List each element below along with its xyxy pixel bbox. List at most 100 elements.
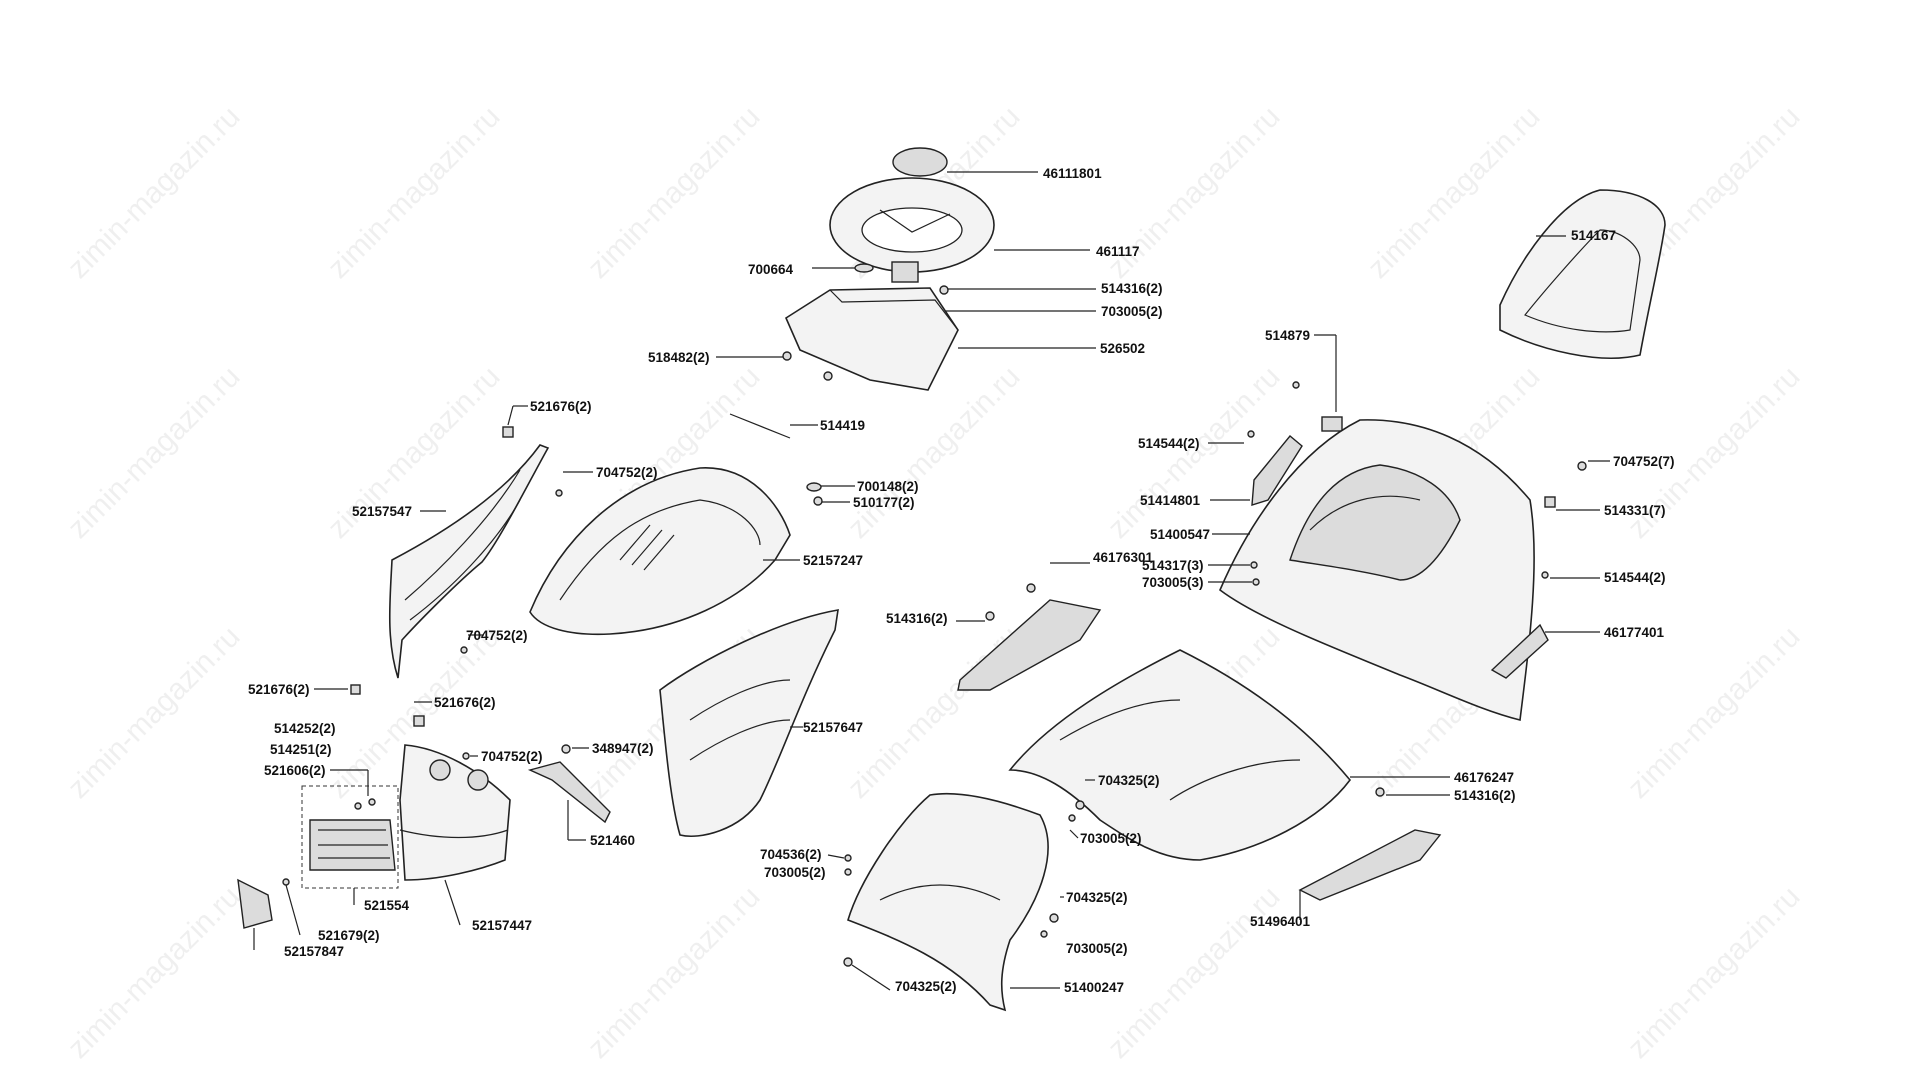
screw-704325-a xyxy=(1068,779,1095,839)
part-label: 703005(3) xyxy=(1142,575,1204,590)
part-label: 703005(2) xyxy=(764,865,826,880)
part-label: 704325(2) xyxy=(1066,890,1128,905)
watermark-text: zimin-magazin.ru xyxy=(1622,880,1807,1065)
washer-700664 xyxy=(812,263,874,273)
rear-body-51400547 xyxy=(1212,419,1535,721)
screw-514317 xyxy=(1208,561,1260,586)
part-label: 521460 xyxy=(590,833,635,848)
part-label: 46177401 xyxy=(1604,625,1665,640)
clip-521676-top xyxy=(502,405,528,438)
part-label: 51400247 xyxy=(1064,980,1124,995)
clip-521676-mid xyxy=(314,684,361,695)
part-label: 52157547 xyxy=(352,504,412,519)
screw-514316-left xyxy=(956,583,1036,622)
part-label: 521676(2) xyxy=(434,695,496,710)
watermark-text: zimin-magazin.ru xyxy=(62,360,247,545)
steering-wheel-cap xyxy=(892,147,1038,177)
part-label: 700664 xyxy=(748,262,794,277)
part-label: 51414801 xyxy=(1140,493,1201,508)
part-label: 703005(2) xyxy=(1101,304,1163,319)
part-label: 348947(2) xyxy=(592,741,654,756)
part-label: 518482(2) xyxy=(648,350,710,365)
screw-521679 xyxy=(282,878,301,936)
part-label: 51400547 xyxy=(1150,527,1210,542)
screw-704325-c xyxy=(843,957,891,991)
part-label: 514879 xyxy=(1265,328,1310,343)
strip-514419 xyxy=(729,413,818,439)
screw-704536 xyxy=(827,854,852,876)
watermark-text: zimin-magazin.ru xyxy=(62,620,247,805)
screw-510177 xyxy=(813,496,850,506)
watermark-text: zimin-magazin.ru xyxy=(1102,880,1287,1065)
screw-704752-a xyxy=(555,471,593,497)
part-label: 52157447 xyxy=(472,918,532,933)
watermark-text: zimin-magazin.ru xyxy=(582,100,767,285)
washer-700148 xyxy=(806,482,855,492)
part-labels: 46111801 461117 700664 514316(2) 703005(… xyxy=(248,166,1675,995)
part-label: 526502 xyxy=(1100,341,1145,356)
part-label: 514252(2) xyxy=(274,721,336,736)
part-label: 704752(7) xyxy=(1613,454,1675,469)
part-label: 521679(2) xyxy=(318,928,380,943)
watermark-text: zimin-magazin.ru xyxy=(582,880,767,1065)
watermark-text: zimin-magazin.ru xyxy=(842,360,1027,545)
watermark-text: zimin-magazin.ru xyxy=(1362,100,1547,285)
plate-46177401 xyxy=(1490,623,1600,679)
part-label: 52157647 xyxy=(803,720,863,735)
screw-514316-right xyxy=(1375,787,1450,797)
part-label: 510177(2) xyxy=(853,495,915,510)
part-label: 514544(2) xyxy=(1138,436,1200,451)
part-label: 704752(2) xyxy=(466,628,528,643)
floor-pan-46176247 xyxy=(1008,649,1450,861)
part-label: 52157247 xyxy=(803,553,863,568)
part-label: 514317(3) xyxy=(1142,558,1204,573)
side-panel-52157647 xyxy=(659,609,839,837)
pins-521606 xyxy=(330,769,376,810)
fender-51400247 xyxy=(847,792,1060,1012)
footrest-51496401 xyxy=(1298,829,1442,920)
dashed-box-headlight xyxy=(301,785,399,889)
hood-52157247 xyxy=(529,467,800,636)
part-label: 46176301 xyxy=(1093,550,1154,565)
screw-704752-rear xyxy=(1577,460,1610,471)
dashboard-cover-526502 xyxy=(784,287,1096,391)
part-label: 521554 xyxy=(364,898,410,913)
part-label: 461117 xyxy=(1096,244,1140,259)
part-label: 704325(2) xyxy=(895,979,957,994)
front-grille-52157447 xyxy=(399,744,511,926)
part-label: 521606(2) xyxy=(264,763,326,778)
screw-348947 xyxy=(561,744,589,754)
part-label: 46176247 xyxy=(1454,770,1514,785)
clip-521676-grille xyxy=(413,701,432,727)
part-label: 521676(2) xyxy=(530,399,592,414)
switch-514879 xyxy=(1314,334,1343,432)
part-label: 704325(2) xyxy=(1098,773,1160,788)
part-label: 51496401 xyxy=(1250,914,1311,929)
footrest-46176301 xyxy=(957,562,1102,691)
steering-wheel xyxy=(829,177,1090,283)
bracket-51414801 xyxy=(1210,435,1303,506)
part-label: 703005(2) xyxy=(1080,831,1142,846)
headlight-521554 xyxy=(309,819,396,905)
screw-704752-c xyxy=(462,752,478,760)
part-label: 514316(2) xyxy=(1454,788,1516,803)
part-label: 700148(2) xyxy=(857,479,919,494)
part-label: 52157847 xyxy=(284,944,344,959)
seat-514167 xyxy=(1499,189,1666,359)
corner-cover-52157847 xyxy=(237,878,273,950)
part-label: 704752(2) xyxy=(596,465,658,480)
part-label: 46111801 xyxy=(1043,166,1102,181)
watermark-text: zimin-magazin.ru xyxy=(62,880,247,1065)
part-label: 514251(2) xyxy=(270,742,332,757)
part-label: 514544(2) xyxy=(1604,570,1666,585)
part-label: 514419 xyxy=(820,418,865,433)
screw-704325-b xyxy=(1040,896,1064,938)
side-panel-52157547 xyxy=(388,444,550,679)
screw-514316-top xyxy=(929,285,1096,312)
part-label: 704536(2) xyxy=(760,847,822,862)
screw-514544-left xyxy=(1208,381,1300,444)
part-label: 514316(2) xyxy=(886,611,948,626)
screw-518482 xyxy=(716,351,833,381)
